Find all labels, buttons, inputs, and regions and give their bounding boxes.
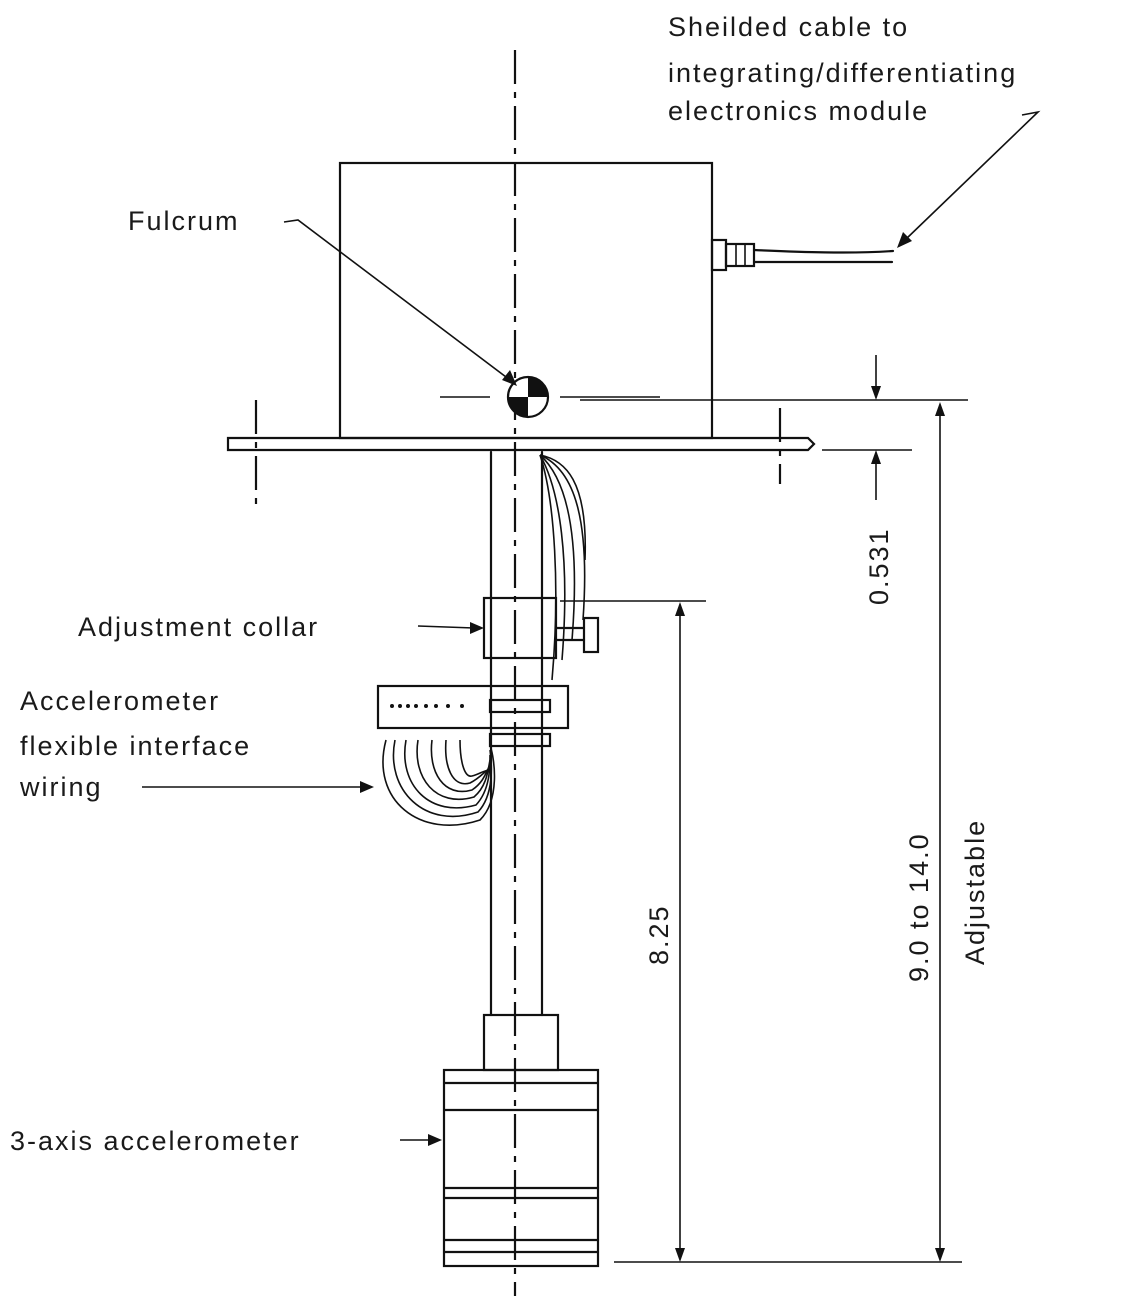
collar-length-dimension-label: 8.25 (644, 904, 674, 965)
cable-label-line1: Sheilded cable to (668, 12, 909, 42)
fulcrum-label: Fulcrum (128, 206, 240, 236)
wiring-label-line3: wiring (19, 772, 103, 802)
range-note-label: Adjustable (960, 819, 990, 965)
interface-block (376, 684, 570, 748)
fulcrum-symbol (440, 375, 660, 419)
leader-arrows (142, 110, 1041, 1146)
dimension-range (614, 402, 962, 1263)
wiring-label-line2: flexible interface (20, 731, 251, 761)
lower-sleeve (482, 1013, 560, 1072)
cable-label-line2: integrating/differentiating (668, 58, 1017, 88)
shielded-cable (752, 248, 895, 264)
cable-label-line3: electronics module (668, 96, 929, 126)
adjustment-collar-label: Adjustment collar (78, 612, 319, 642)
offset-dimension-label: 0.531 (864, 527, 894, 605)
wiring-label-line1: Accelerometer (20, 686, 220, 716)
dimension-offset (580, 355, 968, 500)
range-dimension-label: 9.0 to 14.0 (904, 832, 934, 982)
dimension-collar-length (560, 600, 706, 1262)
base-plate (226, 436, 816, 452)
accelerometer-label: 3-axis accelerometer (10, 1126, 301, 1156)
rod-wires (539, 454, 587, 681)
accelerometer-body (442, 1068, 600, 1268)
mounting-centerlines (254, 400, 782, 505)
flexible-interface-wiring (382, 739, 496, 826)
